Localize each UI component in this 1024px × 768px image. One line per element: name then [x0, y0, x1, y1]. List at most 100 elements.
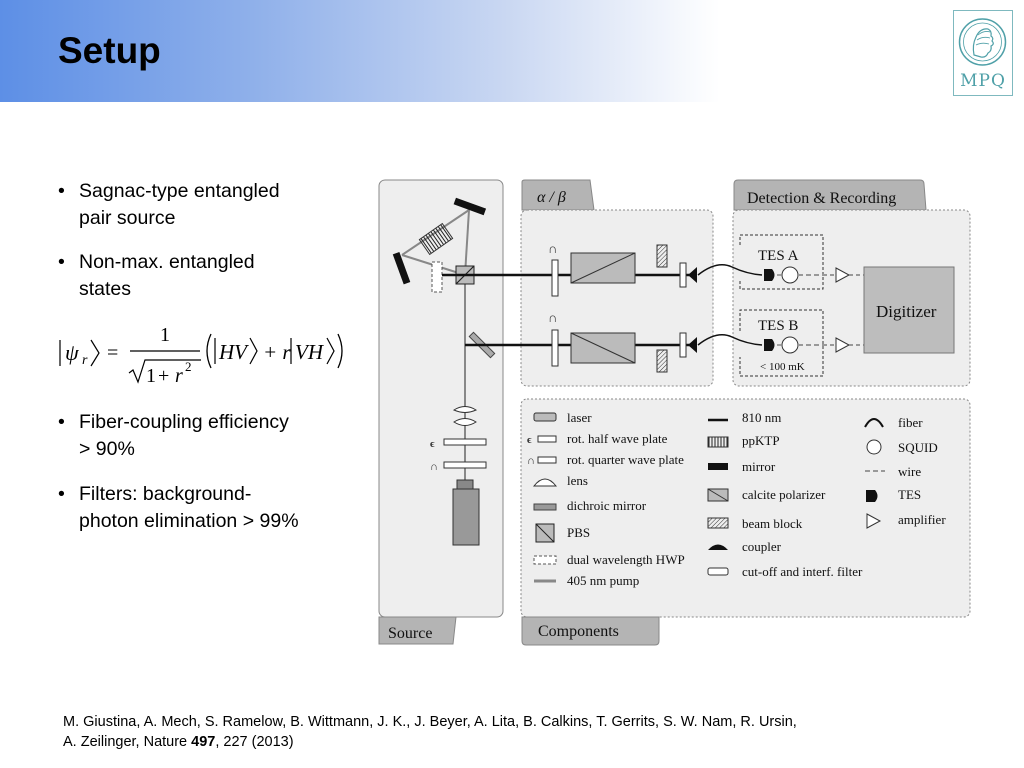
bullet-item: •Fiber-coupling efficiency > 90% — [58, 411, 289, 460]
svg-text:∩: ∩ — [430, 461, 438, 473]
legend-label: beam block — [742, 516, 803, 531]
detection-tab-label: Detection & Recording — [747, 190, 896, 207]
quarter-wave-plate-icon — [443, 461, 487, 469]
source-tab — [378, 616, 457, 645]
legend-label: 810 nm — [742, 410, 781, 425]
squid-icon — [866, 439, 882, 455]
eq-sub: r — [82, 353, 88, 368]
minerva-emblem-icon — [958, 18, 1007, 66]
squid-icon — [781, 266, 799, 284]
bullet-item: •Sagnac-type entangled pair source — [58, 180, 280, 229]
alpha-beta-tab-label: α / β — [537, 189, 566, 206]
coupler-icon — [688, 337, 697, 353]
coupler-icon — [688, 267, 697, 283]
bullet-text: > 90% — [79, 438, 135, 460]
svg-text:ϵ: ϵ — [430, 438, 435, 450]
legend-label: dual wavelength HWP — [567, 552, 685, 567]
bullet-text: Filters: background- — [79, 483, 252, 505]
legend-label: TES — [898, 487, 921, 502]
citation-line2-post: , 227 (2013) — [215, 734, 294, 750]
beam-block-icon — [656, 349, 668, 373]
tes-icon — [866, 490, 878, 502]
temperature-label: < 100 mK — [760, 361, 805, 373]
legend-label: coupler — [742, 539, 782, 554]
laser-icon — [533, 412, 557, 422]
amplifier-icon — [835, 337, 851, 353]
eq-ket1: HV — [218, 340, 249, 364]
bullet-text: Fiber-coupling efficiency — [79, 411, 289, 433]
legend-label: wire — [898, 464, 921, 479]
half-wave-plate-icon — [443, 438, 487, 446]
eq-numerator: 1 — [160, 324, 170, 346]
legend-label: PBS — [567, 525, 590, 540]
eq-coef: + r — [263, 340, 291, 364]
legend-label: dichroic mirror — [567, 498, 647, 513]
quarter-wave-plate-icon — [537, 456, 557, 464]
dual-hwp-icon — [431, 261, 443, 293]
citation-line2-pre: A. Zeilinger, Nature — [63, 734, 192, 750]
eq-den-exp: 2 — [185, 359, 192, 374]
tes-b-label: TES B — [758, 318, 798, 334]
amplifier-icon — [866, 513, 882, 529]
eq-psi: ψ — [65, 340, 79, 365]
legend-label: rot. half wave plate — [567, 431, 668, 446]
squid-icon — [781, 336, 799, 354]
eq-equals: = — [107, 342, 118, 364]
eq-den-one: 1 — [146, 365, 156, 387]
citation-line1: M. Giustina, A. Mech, S. Ramelow, B. Wit… — [63, 714, 797, 730]
state-equation: ψ r = 1 1 + r 2 HV + r VH — [59, 324, 343, 387]
digitizer-label: Digitizer — [876, 302, 937, 321]
half-wave-plate-icon — [551, 259, 559, 297]
bullet-item: •Non-max. entangled states — [58, 251, 255, 300]
alpha-beta-tab — [521, 179, 595, 211]
beam-block-icon — [656, 244, 668, 268]
bullet-item: •Filters: background- photon elimination… — [58, 483, 299, 532]
digitizer-box — [863, 266, 955, 354]
fiber-icon — [864, 418, 884, 428]
citation-volume: 497 — [191, 734, 216, 750]
fiber-b — [697, 334, 763, 346]
legend-label: amplifier — [898, 512, 946, 527]
legend-label: cut-off and interf. filter — [742, 564, 863, 579]
lens-icon — [532, 478, 558, 487]
bullet-text: Non-max. entangled — [79, 251, 255, 273]
svg-text:∩: ∩ — [548, 241, 557, 256]
setup-diagram: Source α / β Detection & Recording Compo… — [378, 179, 971, 646]
bullet-text: states — [79, 278, 132, 300]
lens-icon — [452, 406, 478, 426]
legend-label: SQUID — [898, 440, 938, 455]
bullet-text: pair source — [79, 207, 176, 229]
legend-label: ppKTP — [742, 433, 780, 448]
laser-icon — [452, 488, 480, 546]
bullet-text: Sagnac-type entangled — [79, 180, 280, 202]
legend-label: fiber — [898, 415, 923, 430]
amplifier-icon — [835, 267, 851, 283]
coupler-icon — [708, 544, 728, 550]
legend-label: laser — [567, 410, 592, 425]
eq-den-r: r — [175, 365, 183, 387]
tes-a-label: TES A — [758, 248, 799, 264]
components-panel — [520, 398, 971, 618]
legend-label: lens — [567, 473, 588, 488]
tes-icon — [764, 269, 775, 281]
ppktp-crystal-icon — [418, 222, 454, 256]
tes-icon — [764, 339, 775, 351]
half-wave-plate-icon — [551, 329, 559, 367]
source-tab-label: Source — [388, 625, 432, 642]
components-tab — [521, 616, 660, 646]
cryostat-a — [739, 234, 824, 290]
filter-icon — [707, 567, 729, 576]
cryostat-b — [739, 309, 824, 377]
mirror-icon — [392, 251, 411, 285]
fiber-a — [697, 264, 763, 276]
header-band — [0, 0, 720, 102]
legend-label: rot. quarter wave plate — [567, 452, 684, 467]
legend-label: 405 nm pump — [567, 573, 639, 588]
legend-label: mirror — [742, 459, 776, 474]
svg-text:∩: ∩ — [527, 455, 535, 467]
half-wave-plate-icon — [537, 435, 557, 443]
eq-ket2: VH — [295, 340, 325, 364]
pump-beam — [464, 209, 470, 276]
components-tab-label: Components — [538, 623, 619, 640]
dual-hwp-icon — [533, 555, 557, 565]
